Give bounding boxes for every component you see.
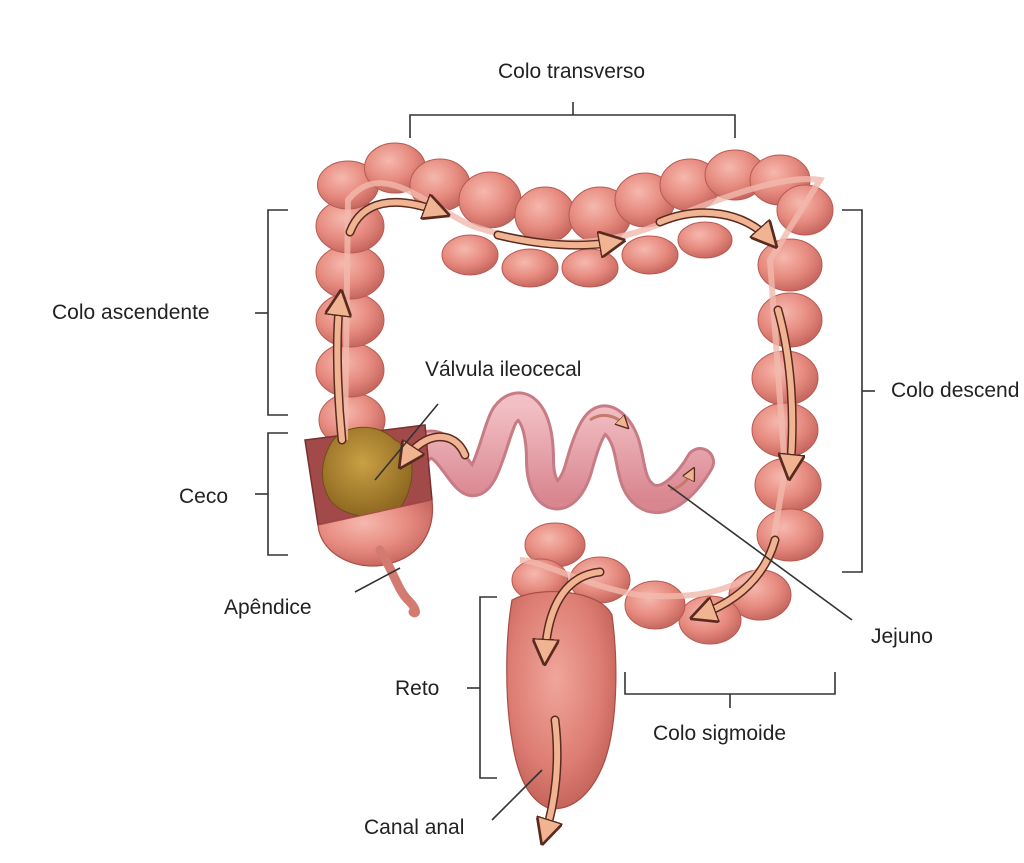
- label-colo-descendente: Colo descend: [891, 379, 1020, 402]
- bracket-colo-descendente: [842, 209, 875, 573]
- colon-segment: [315, 342, 385, 398]
- bracket-colo-ascendente: [255, 209, 288, 416]
- flow-arrows: [337, 202, 792, 835]
- label-colo-ascendente: Colo ascendente: [52, 301, 210, 324]
- bracket-colo-transverso: [409, 102, 736, 138]
- bracket-colo-sigmoide: [624, 672, 836, 708]
- cecum-bottom: [317, 499, 434, 567]
- cecum-contents: [322, 426, 413, 517]
- colon-segment: [757, 292, 823, 348]
- bracket-ceco: [255, 432, 288, 556]
- colon-segment: [458, 171, 522, 229]
- colon-segment: [501, 248, 559, 288]
- label-valvula-ileocecal: Válvula ileocecal: [425, 358, 582, 381]
- leader-canal-anal: [491, 769, 543, 821]
- colon-segment: [624, 580, 686, 630]
- colon-segment: [561, 248, 619, 288]
- leader-valvula-ileocecal: [374, 403, 439, 481]
- label-jejuno: Jejuno: [871, 625, 933, 648]
- colon-segment: [514, 186, 576, 244]
- label-colo-sigmoide: Colo sigmoide: [653, 722, 787, 745]
- colon-segment: [677, 221, 733, 259]
- colon-segment: [776, 184, 834, 236]
- colon-segment: [315, 292, 385, 348]
- colon-segment: [621, 235, 679, 275]
- appendix: [375, 545, 420, 618]
- rectum-shape: [506, 590, 617, 810]
- leader-jejuno: [667, 484, 853, 621]
- label-colo-transverso: Colo transverso: [498, 60, 646, 83]
- leader-apendice: [354, 567, 401, 593]
- arrow-jejunum-small-1: [589, 413, 625, 425]
- bracket-reto: [467, 596, 497, 779]
- label-ceco: Ceco: [179, 485, 229, 508]
- label-apendice: Apêndice: [224, 596, 312, 619]
- arrow-jejunum-small-2: [669, 472, 692, 492]
- label-reto: Reto: [395, 677, 440, 700]
- colon-segment: [441, 234, 499, 276]
- label-canal-anal: Canal anal: [364, 816, 465, 839]
